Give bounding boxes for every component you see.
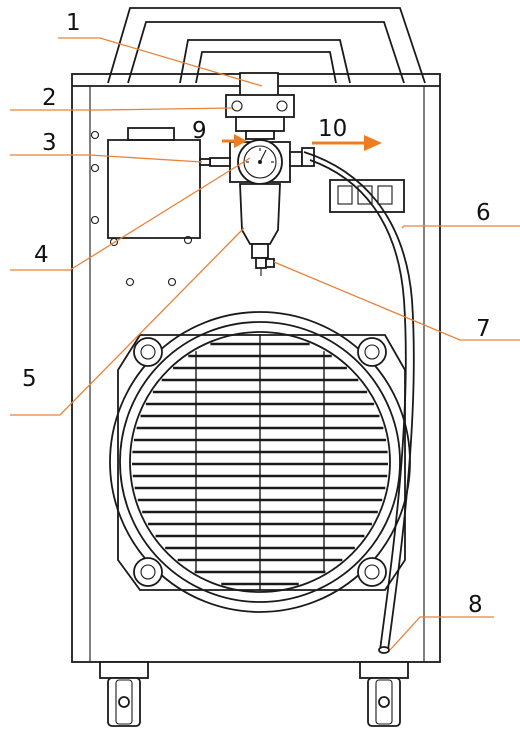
side-cover-plate bbox=[90, 127, 201, 287]
left-caster bbox=[99, 661, 149, 727]
carry-handle bbox=[107, 7, 426, 84]
filter-bowl bbox=[239, 183, 281, 259]
callout-5: 5 bbox=[22, 366, 37, 392]
outlet-flow-arrow bbox=[312, 135, 382, 151]
mounting-block bbox=[225, 72, 295, 140]
callout-labels: 1 2 3 4 5 6 7 8 9 10 bbox=[22, 10, 491, 618]
callout-2: 2 bbox=[42, 85, 57, 111]
pressure-gauge bbox=[229, 139, 291, 185]
cooling-fan bbox=[109, 311, 411, 613]
callout-10: 10 bbox=[318, 116, 347, 142]
callout-6: 6 bbox=[476, 200, 491, 226]
connector-bracket bbox=[329, 179, 405, 213]
callout-7: 7 bbox=[476, 316, 491, 342]
callout-9: 9 bbox=[192, 118, 207, 144]
callout-4: 4 bbox=[34, 242, 49, 268]
fan-grille bbox=[132, 334, 388, 590]
leader-lines bbox=[10, 37, 520, 651]
callout-1: 1 bbox=[66, 10, 81, 36]
inlet-flow-arrow bbox=[222, 134, 247, 148]
air-hose bbox=[303, 151, 415, 654]
callout-3: 3 bbox=[42, 130, 57, 156]
air-inlet-fitting bbox=[199, 157, 231, 167]
air-outlet-fitting bbox=[289, 147, 315, 167]
drain-valve bbox=[255, 257, 275, 276]
callout-8: 8 bbox=[468, 592, 483, 618]
right-caster bbox=[359, 661, 409, 727]
